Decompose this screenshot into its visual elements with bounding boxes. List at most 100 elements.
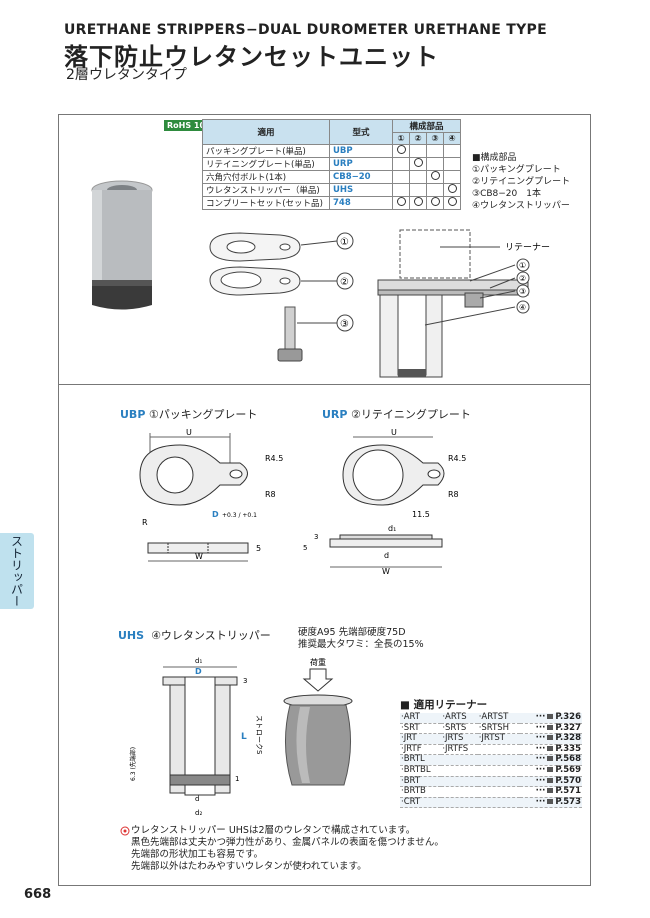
- row-mark: [426, 144, 444, 158]
- page-prefix: ···: [535, 775, 546, 786]
- retainer-item: ·BRT: [400, 776, 442, 788]
- uhs-title: UHS ④ウレタンストリッパー: [118, 627, 271, 643]
- page-number: 668: [24, 887, 52, 902]
- retainer-item: [441, 754, 478, 766]
- retainer-page[interactable]: ···P.327: [520, 722, 582, 735]
- row-type: UHS: [329, 183, 393, 197]
- component-row: コンプリートセット(セット品)748: [202, 196, 461, 210]
- retainer-row: ·JRTF·JRTFS···P.335: [400, 743, 582, 756]
- ubp-title: UBP ①パッキングプレート: [120, 406, 257, 422]
- book-icon: [547, 798, 554, 804]
- rohs-badge: RoHS 10: [164, 120, 209, 131]
- row-mark: [409, 196, 427, 210]
- product-photo: [91, 180, 153, 310]
- retainer-item: ·JRTST: [477, 734, 521, 745]
- uhs-dim-L: L: [241, 732, 247, 742]
- book-icon: [547, 788, 554, 794]
- book-icon: [547, 745, 554, 751]
- ubp-drawing: U R4.5 R8 R D +0.3 / +0.1 W 5: [139, 428, 283, 562]
- callout-1: ①: [340, 237, 349, 248]
- uhs-dim-d2: d₂: [195, 809, 202, 817]
- row-mark: [409, 157, 427, 171]
- col-parts: 構成部品: [392, 119, 461, 133]
- retainer-item: ·SRT: [400, 723, 442, 735]
- callout-4: ④: [519, 303, 526, 312]
- retainer-page[interactable]: ···P.568: [520, 755, 582, 766]
- page-prefix: ···: [535, 764, 546, 775]
- page-prefix: ···: [535, 733, 546, 744]
- component-row: 六角穴付ボルト(1本)CB8−20: [202, 170, 461, 184]
- retainer-page[interactable]: ···P.569: [520, 764, 582, 777]
- retainer-item: [441, 776, 478, 788]
- uhs-dim-stroke: ストロークS: [255, 715, 263, 755]
- page-prefix: ···: [535, 712, 546, 722]
- circle-mark-icon: [447, 184, 457, 193]
- row-mark: [426, 183, 444, 197]
- urp-dim-r45: R4.5: [448, 454, 466, 463]
- circle-mark-icon: [430, 197, 440, 206]
- uhs-dim-three: 3: [243, 677, 247, 685]
- retainer-item: [441, 765, 478, 777]
- row-mark: [409, 183, 427, 197]
- row-type: UBP: [329, 144, 393, 158]
- circle-mark-icon: [413, 158, 423, 167]
- row-mark: [426, 196, 444, 210]
- page-prefix: ···: [535, 722, 546, 733]
- ubp-dim-u: U: [186, 428, 192, 437]
- component-row: ウレタンストリッパー（単品)UHS: [202, 183, 461, 197]
- footnote-line: 黒色先端部は丈夫かつ弾力性があり、金属パネルの表面を傷つけません。: [131, 837, 444, 848]
- assembly-section: リテーナー ① ② ③ ④: [377, 229, 550, 378]
- row-mark: [392, 157, 410, 171]
- retainer-label: リテーナー: [505, 242, 550, 253]
- component-row: リテイニングプレート(単品)URP: [202, 157, 461, 171]
- retainer-item: [441, 786, 478, 798]
- row-use: リテイニングプレート(単品): [202, 157, 330, 171]
- retainer-item: ·ARTS: [441, 712, 478, 724]
- retainer-item: ·JRT: [400, 734, 442, 745]
- retainer-page[interactable]: ···P.326: [520, 712, 582, 724]
- page-prefix: ···: [535, 743, 546, 754]
- retainer-page[interactable]: ···P.570: [520, 775, 582, 788]
- retainer-item: [477, 786, 521, 798]
- legend-title: ■構成部品: [472, 153, 517, 163]
- uhs-dim-d1: d₁: [195, 657, 202, 665]
- urp-dim-t5: 5: [303, 544, 307, 552]
- retainer-item: [477, 776, 521, 788]
- divider: [58, 384, 591, 385]
- row-mark: [443, 170, 461, 184]
- retainer-page[interactable]: ···P.328: [520, 733, 582, 745]
- retainer-row: ·SRT·SRTS·SRTSH···P.327: [400, 722, 582, 735]
- row-mark: [392, 170, 410, 184]
- retainer-item: [441, 797, 478, 809]
- circle-mark-icon: [447, 197, 457, 206]
- urp-dim-t115: 11.5: [412, 510, 430, 519]
- urp-dim-w: W: [382, 567, 390, 576]
- retainer-item: ·JRTFS: [441, 744, 478, 756]
- retainer-page[interactable]: ···P.573: [520, 797, 582, 809]
- row-type: URP: [329, 157, 393, 171]
- ubp-dim-w: W: [195, 552, 203, 561]
- retainer-item: ·ART: [400, 712, 442, 724]
- book-icon: [547, 735, 554, 741]
- retainer-page[interactable]: ···P.571: [520, 786, 582, 798]
- subtitle: 2層ウレタンタイプ: [66, 67, 187, 83]
- retainer-page[interactable]: ···P.335: [520, 743, 582, 756]
- content-frame: [58, 114, 591, 886]
- side-tab[interactable]: ストリッパー: [0, 533, 34, 609]
- row-mark: [392, 144, 410, 158]
- row-mark: [443, 183, 461, 197]
- row-use: 六角穴付ボルト(1本): [202, 170, 330, 184]
- row-mark: [443, 196, 461, 210]
- footnote-line: ウレタンストリッパー UHSは2層のウレタンで構成されています。: [131, 825, 416, 836]
- part-no: ②: [409, 132, 427, 145]
- uhs-notes: 硬度A95 先端部硬度75D 推奨最大タワミ：全長の15%: [298, 627, 424, 651]
- callout-1: ①: [519, 261, 526, 270]
- footnote: ウレタンストリッパー UHSは2層のウレタンで構成されています。 黒色先端部は丈…: [131, 825, 444, 873]
- urp-name: ②リテイニングプレート: [350, 408, 471, 421]
- row-mark: [426, 157, 444, 171]
- uhs-load-figure: 荷重: [283, 657, 353, 786]
- row-use: パッキングプレート(単品): [202, 144, 330, 158]
- ubp-name: ①パッキングプレート: [148, 408, 258, 421]
- ubp-dim-r: R: [142, 518, 148, 527]
